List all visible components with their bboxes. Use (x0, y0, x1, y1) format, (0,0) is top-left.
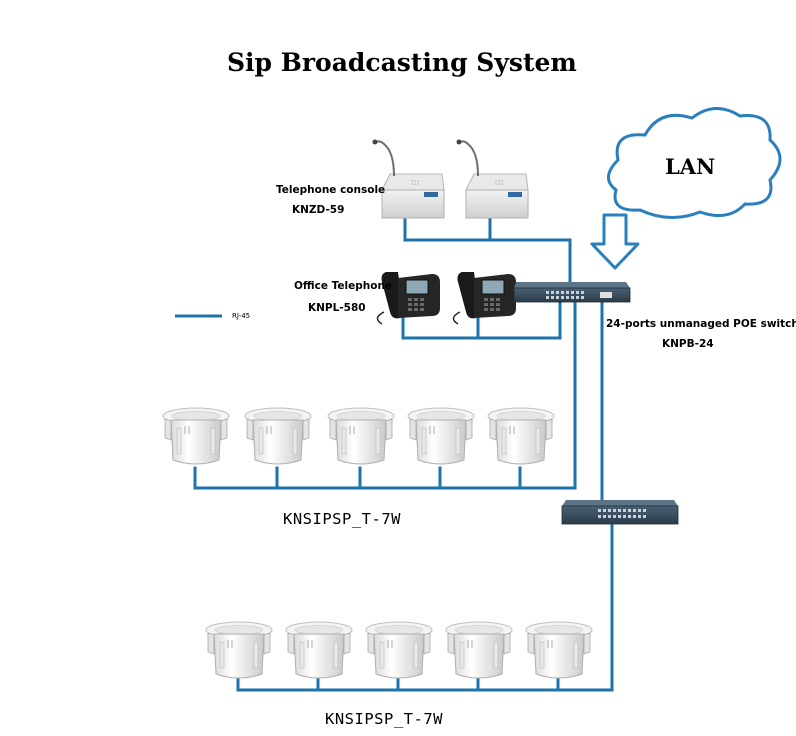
ceiling-speaker-icon (525, 621, 593, 679)
speaker-row-2-model: KNSIPSP_T-7W (325, 710, 443, 728)
office-telephone-device (376, 271, 517, 325)
speaker-row-2 (205, 621, 593, 679)
ceiling-speaker-icon (365, 621, 433, 679)
phone-label: Office Telephone (294, 280, 393, 292)
ceiling-speaker-icon (244, 407, 312, 465)
ceiling-speaker-icon (285, 621, 353, 679)
speaker-row-1 (162, 407, 555, 465)
rj45-legend-label: RJ-45 (232, 312, 251, 320)
down-arrow-icon (590, 213, 640, 270)
speaker-row-1-model: KNSIPSP_T-7W (283, 510, 401, 528)
poe-switch-main (513, 282, 631, 303)
lan-label: LAN (665, 154, 716, 179)
ceiling-speaker-icon (162, 407, 230, 465)
ceiling-speaker-icon (407, 407, 475, 465)
switch-model: KNPB-24 (662, 338, 714, 350)
ceiling-speaker-icon (327, 407, 395, 465)
ceiling-speaker-icon (487, 407, 555, 465)
telephone-console-device (371, 138, 529, 219)
diagram-title: Sip Broadcasting System (227, 48, 577, 77)
poe-switch-secondary (561, 500, 679, 525)
console-label: Telephone console (276, 184, 386, 196)
console-model: KNZD-59 (292, 204, 345, 216)
cable-lines (193, 216, 614, 692)
lan-cloud-icon (607, 107, 782, 219)
phone-model: KNPL-580 (308, 302, 366, 314)
ceiling-speaker-icon (205, 621, 273, 679)
ceiling-speaker-icon (445, 621, 513, 679)
switch-label: 24-ports unmanaged POE switch (606, 318, 796, 330)
